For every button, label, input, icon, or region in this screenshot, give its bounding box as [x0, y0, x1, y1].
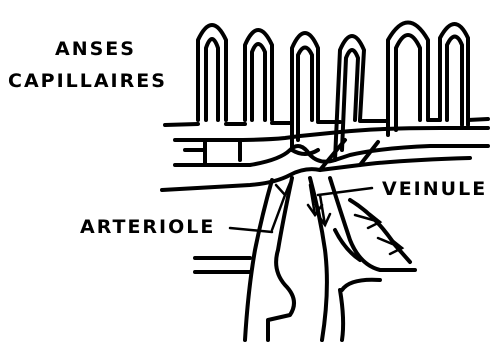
arteriole-leader-line — [230, 228, 272, 232]
capillary-loop — [292, 33, 318, 150]
label-anses-line2: CAPILLAIRES — [8, 72, 167, 91]
label-anses-line1: ANSES — [55, 40, 136, 59]
capillary-loop — [447, 37, 462, 126]
veinule-leader-line — [318, 188, 372, 195]
label-veinule: VEINULE — [382, 180, 487, 199]
veinule-vessel — [308, 178, 415, 340]
capillary-loop — [298, 48, 312, 141]
capillary-loop — [206, 39, 218, 120]
capillary-loop — [396, 35, 420, 130]
arteriole-vessel — [195, 178, 294, 340]
capillary-loop — [252, 44, 265, 120]
label-arteriole: ARTERIOLE — [80, 218, 215, 237]
capillary-loop — [342, 50, 358, 150]
